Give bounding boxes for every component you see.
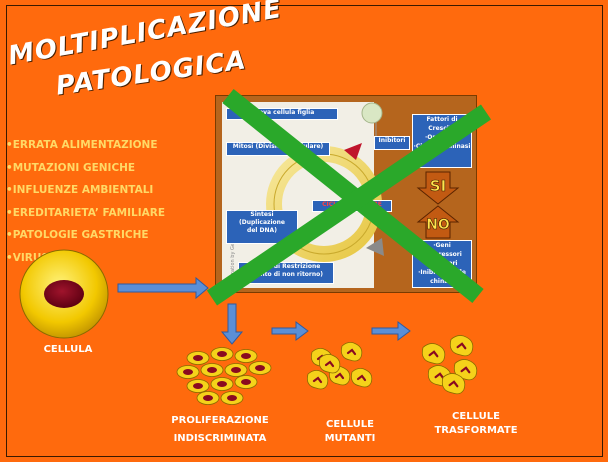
proliferating-cell: [176, 365, 200, 379]
no-label: NO: [426, 217, 450, 233]
mutant-cell: [350, 368, 373, 388]
cell-icon: [19, 249, 109, 339]
yes-no-arrows: SI NO: [416, 171, 460, 239]
proliferating-cell: [186, 351, 210, 365]
cause-item: •EREDITARIETA’ FAMILIARE: [6, 206, 165, 219]
arrow-to-cycle: [117, 276, 209, 300]
arrow-to-mutants: [271, 321, 309, 341]
proliferating-cell: [220, 391, 244, 405]
inhibitors-box: Inibitori: [374, 136, 410, 150]
proliferating-cells: [176, 347, 272, 405]
proliferating-cell: [234, 375, 258, 389]
proliferating-cell: [210, 377, 234, 391]
transformed-cell: [449, 335, 474, 357]
cell-label: CELLULA: [43, 344, 93, 355]
cause-item: •ERRATA ALIMENTAZIONE: [6, 139, 158, 151]
cause-item: •INFLUENZE AMBIENTALI: [6, 184, 154, 196]
cycle-grey-arrow: [366, 238, 384, 256]
proliferating-cell: [186, 379, 210, 393]
mutant-cell: [340, 342, 363, 362]
up-arrow: [416, 205, 460, 239]
arrow-to-transformed: [371, 321, 411, 341]
proliferating-cell: [234, 349, 258, 363]
proliferating-cell: [210, 347, 234, 361]
transformed-cell: [453, 359, 478, 381]
green-cross: [206, 88, 492, 306]
mutant-cell: [318, 354, 341, 374]
transformed-cells: [421, 335, 478, 395]
arrow-down: [220, 303, 244, 345]
transformed-cell: [441, 373, 466, 395]
cause-item: •MUTAZIONI GENICHE: [6, 161, 136, 174]
slide-frame: [6, 5, 603, 457]
mutant-cells: [306, 342, 373, 390]
illustration-credit: Illustration by George Eade: [230, 218, 236, 286]
cycle-red-arrow: [344, 143, 362, 160]
cause-item: •PATOLOGIE GASTRICHE: [6, 229, 149, 241]
proliferating-cell: [200, 363, 224, 377]
yes-label: SI: [430, 177, 446, 195]
transformed-cell: [421, 343, 446, 365]
mutant-cell: [306, 370, 329, 390]
proliferating-cell: [224, 363, 248, 377]
proliferating-cell: [248, 361, 272, 375]
proliferating-cell: [196, 391, 220, 405]
down-arrow: [416, 171, 460, 205]
daughter-cell-icon: [361, 102, 383, 124]
